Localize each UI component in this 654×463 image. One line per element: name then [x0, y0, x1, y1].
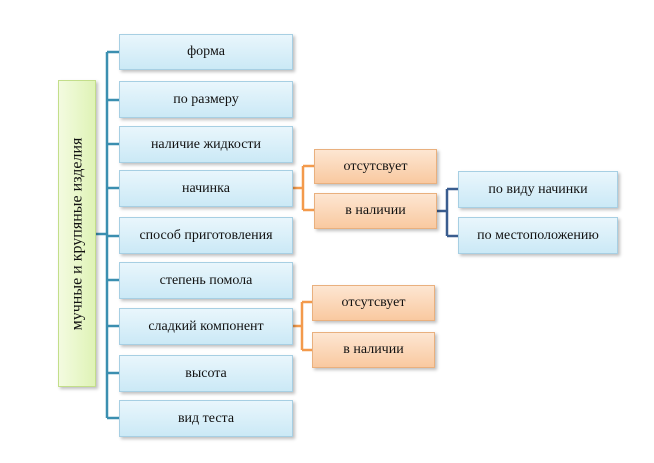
category-label: степень помола: [159, 272, 253, 288]
filling-subtype-by-location: по местоположению: [458, 217, 618, 254]
category-label: вид теста: [177, 410, 235, 426]
filling-absent: отсутсвует: [314, 149, 437, 184]
category-grinding-degree: степень помола: [119, 262, 293, 299]
filling-present-connectors: [437, 187, 458, 238]
subtype-label: по местоположению: [477, 227, 599, 243]
category-dough-type: вид теста: [119, 400, 293, 437]
option-label: отсутсвует: [341, 295, 406, 310]
sweet-connectors: [293, 300, 312, 352]
option-label: в наличии: [345, 203, 406, 218]
category-label: способ приготовления: [139, 227, 273, 243]
filling-subtype-by-kind: по виду начинки: [458, 171, 618, 208]
root-node: мучные и крупяные изделия: [58, 80, 96, 387]
category-label: начинка: [182, 180, 230, 196]
option-label: отсутсвует: [343, 158, 408, 174]
filling-present: в наличии: [314, 193, 437, 229]
category-sweet-component: сладкий компонент: [119, 308, 293, 345]
category-size: по размеру: [119, 81, 293, 118]
option-label: в наличии: [343, 342, 404, 357]
subtype-label: по виду начинки: [488, 181, 588, 197]
category-liquid: наличие жидкости: [119, 126, 293, 163]
category-label: форма: [187, 44, 225, 59]
filling-connectors: [293, 164, 314, 212]
category-form: форма: [119, 34, 293, 70]
sweet-present: в наличии: [312, 332, 435, 368]
category-label: по размеру: [173, 91, 239, 107]
sweet-absent: отсутсвует: [312, 285, 435, 321]
category-label: сладкий компонент: [148, 318, 264, 334]
root-connectors: [96, 50, 119, 420]
category-label: наличие жидкости: [150, 136, 262, 152]
category-cooking-method: способ приготовления: [119, 217, 293, 254]
root-label: мучные и крупяные изделия: [68, 137, 86, 330]
category-filling: начинка: [119, 170, 293, 207]
category-height: высота: [119, 355, 293, 392]
category-label: высота: [185, 365, 227, 381]
